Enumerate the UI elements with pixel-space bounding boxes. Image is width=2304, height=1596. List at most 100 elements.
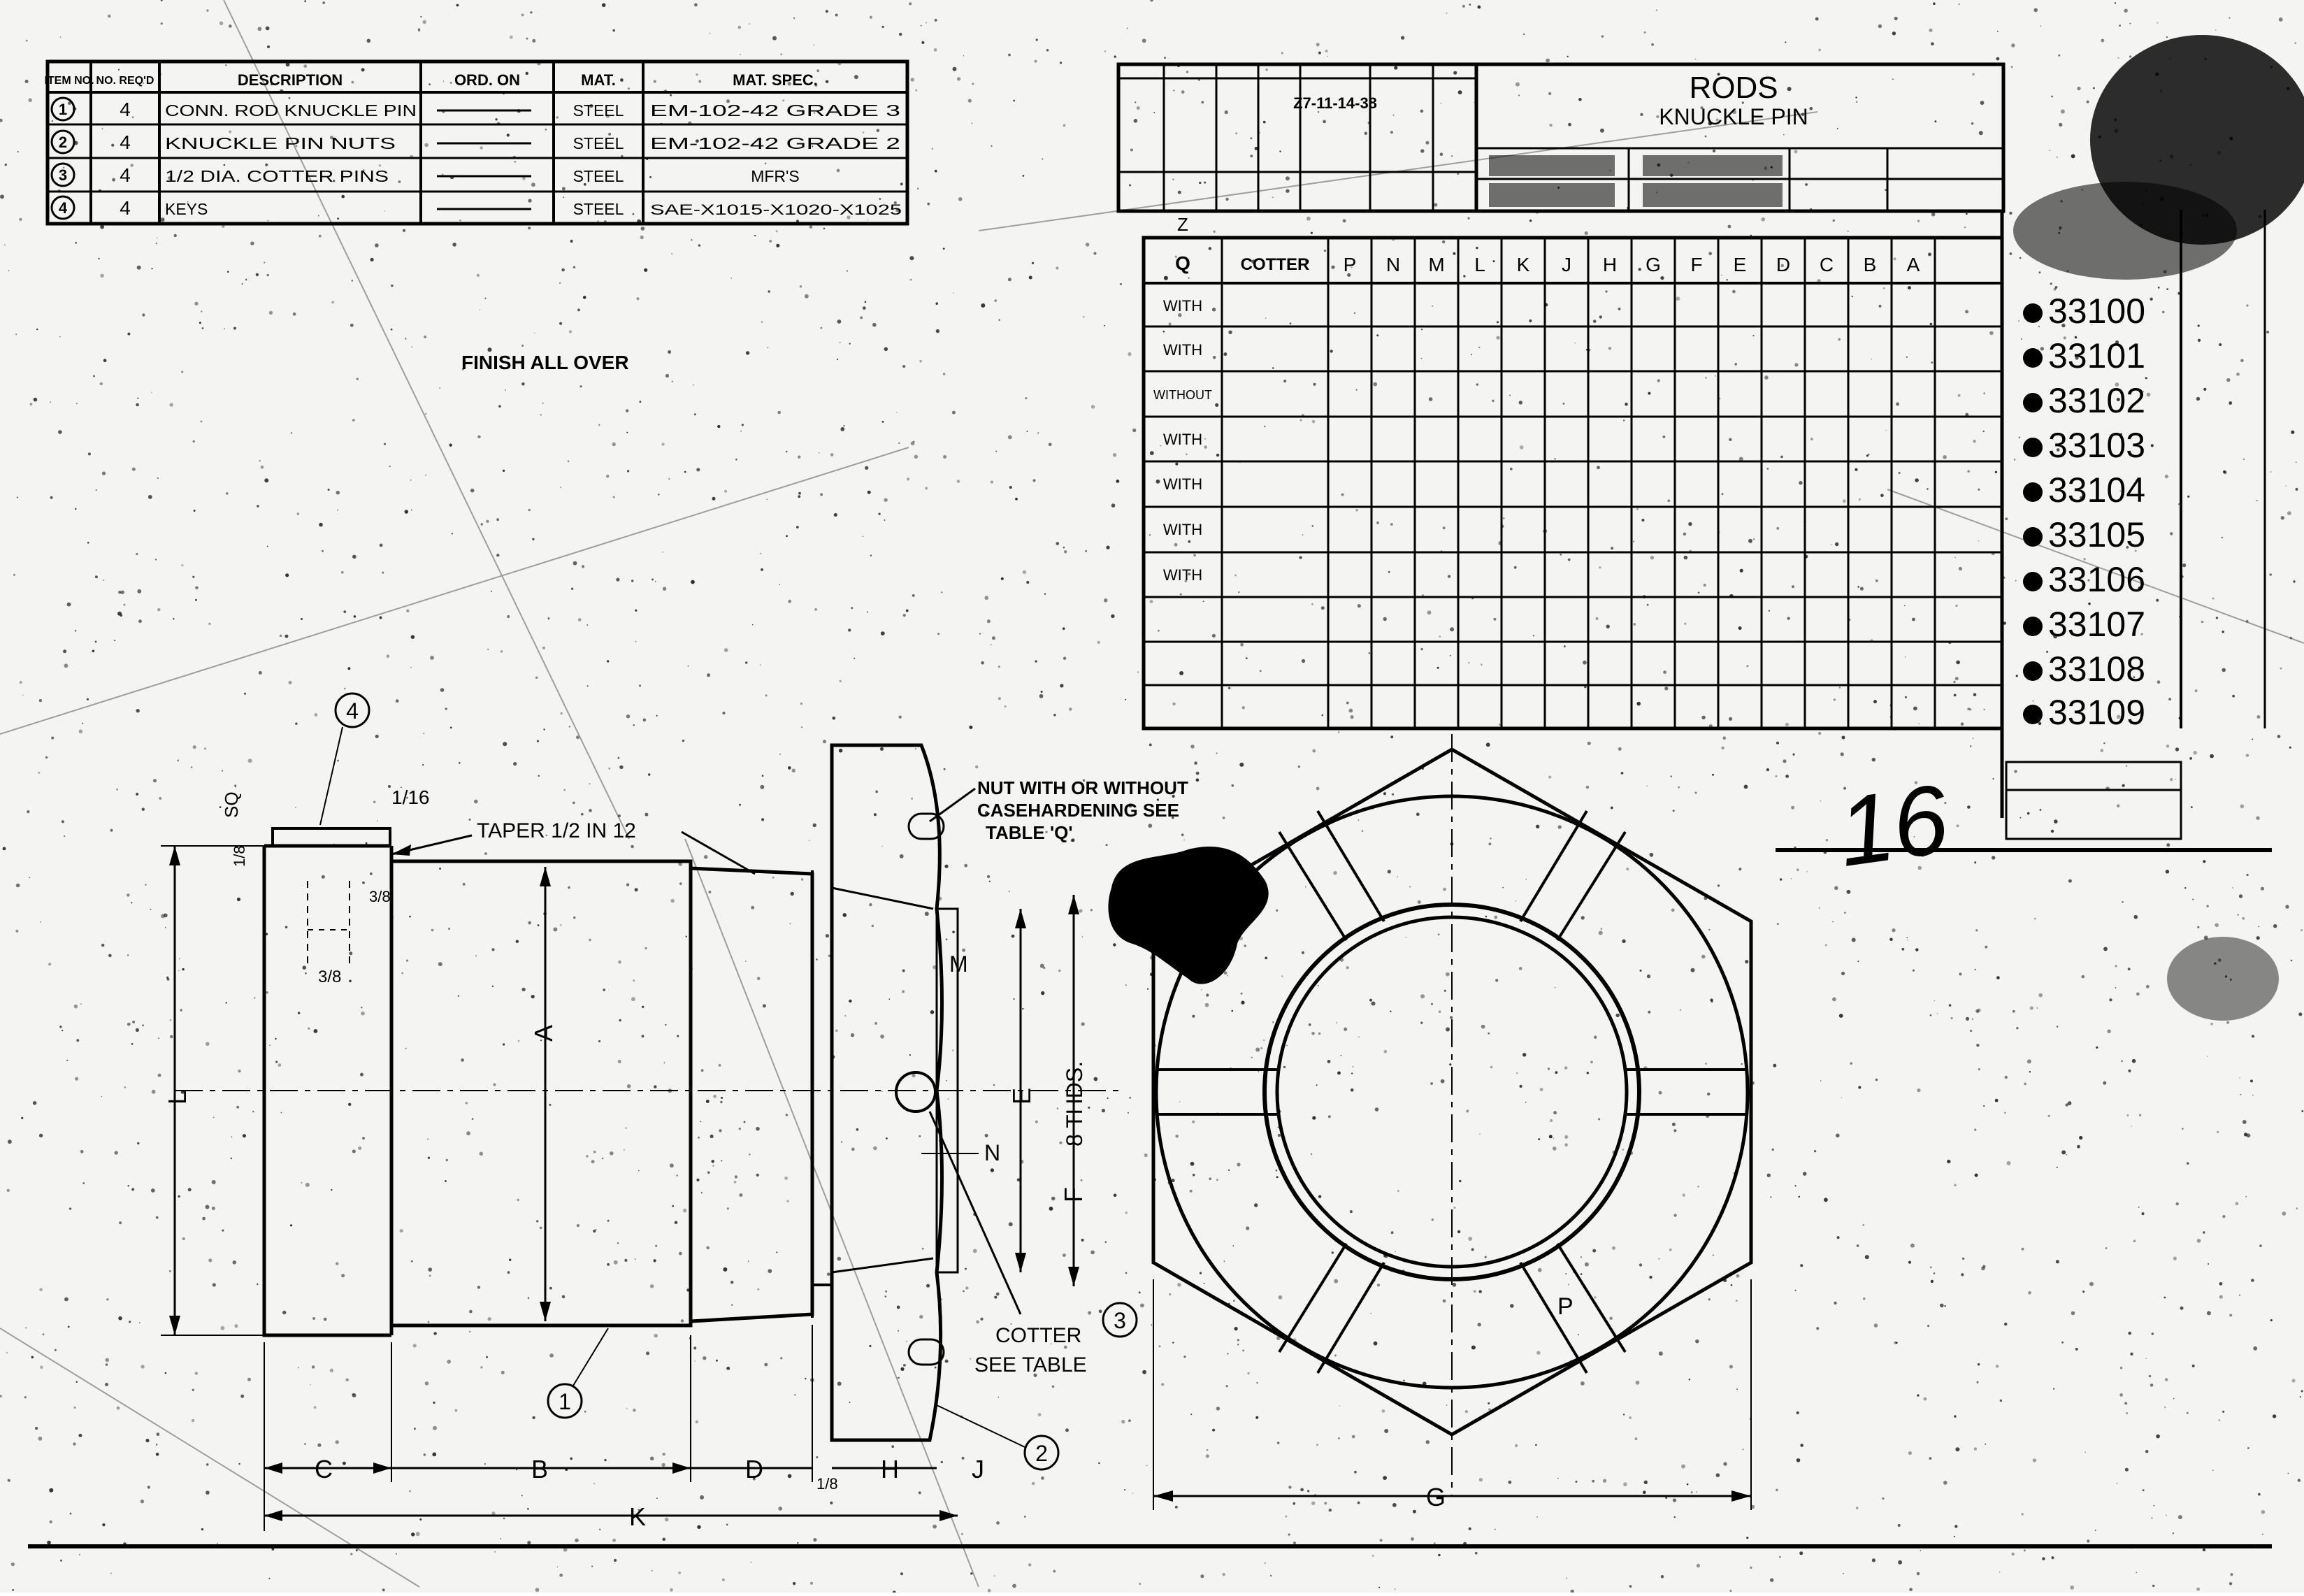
dim-table-q-cell: WITH	[1163, 297, 1202, 315]
title-line-2: KNUCKLE PIN	[1659, 104, 1808, 129]
callout-balloon-4: 4	[319, 692, 370, 826]
parts-header-qty: NO. REQ'D	[96, 75, 154, 87]
parts-row: 1 4 CONN. ROD KNUCKLE PIN STEEL EM-102-4…	[50, 96, 900, 122]
parts-row-mat: STEEL	[573, 167, 624, 185]
callout-balloon-1: 1	[547, 1328, 609, 1419]
parts-row-spec: EM-102-42 GRADE 2	[650, 134, 900, 152]
dim-table-q-cell: WITHOUT	[1153, 388, 1212, 402]
pattern-number: 33106	[2048, 560, 2145, 599]
parts-header-mat-spec: MAT. SPEC.	[733, 71, 818, 89]
parts-row-mat: STEEL	[573, 101, 624, 120]
dim-label-eighth: 1/8	[231, 845, 248, 867]
dim-label-m: M	[949, 951, 968, 977]
nut-note-line-2: CASEHARDENING SEE	[977, 800, 1179, 821]
finish-note: FINISH ALL OVER	[461, 352, 629, 373]
parts-row-qty: 4	[120, 99, 131, 120]
parts-header-mat: MAT.	[581, 71, 616, 89]
parts-header-ord-on: ORD. ON	[454, 71, 520, 89]
dim-table-header: N	[1386, 254, 1400, 275]
dim-table-header: F	[1690, 254, 1702, 275]
dim-table-header: L	[1474, 254, 1485, 275]
parts-row: 4 4 KEYS STEEL SAE-X1015-X1020-X1025	[50, 195, 902, 220]
parts-row-description: 1/2 DIA. COTTER PINS	[165, 167, 389, 185]
dim-table-header: Q	[1175, 252, 1190, 274]
parts-row-item: 4	[59, 199, 68, 217]
dim-table-header: P	[1344, 254, 1357, 275]
parts-row-qty: 4	[120, 131, 131, 153]
callout-label: 1	[559, 1389, 571, 1414]
callout-balloon-3: 3	[1102, 1302, 1138, 1338]
pattern-number: 33103	[2048, 426, 2145, 465]
dim-label-e: E	[1007, 1088, 1036, 1105]
dim-table-header: C	[1820, 254, 1834, 275]
parts-row-item: 1	[59, 101, 67, 118]
dim-label-b-nut: 1/8	[816, 1475, 838, 1493]
dim-table-q-cell: WITH	[1163, 566, 1202, 584]
parts-row-mat: STEEL	[573, 134, 624, 152]
dim-table-column-letter: Z	[1177, 214, 1188, 235]
cotter-note-line-1: COTTER	[995, 1324, 1081, 1347]
ink-smudge-corner	[2013, 35, 2304, 1021]
pattern-number: 33101	[2048, 336, 2145, 375]
dim-label-f: F	[1059, 1187, 1088, 1202]
dim-label-a: A	[529, 1025, 558, 1042]
dim-table-q-cell: WITH	[1163, 475, 1202, 493]
knuckle-pin-view: A L SQ 1/8 1/16 3/8 3/8 TAPER 1/2 IN 12	[161, 786, 1118, 1531]
parts-row-qty: 4	[120, 197, 131, 219]
callout-label: 2	[1035, 1441, 1048, 1466]
parts-row: 3 4 1/2 DIA. COTTER PINS STEEL MFR'S	[50, 162, 800, 187]
dim-table-q-cell: WITH	[1163, 341, 1202, 359]
dim-label-p: P	[1557, 1293, 1574, 1320]
parts-row-description: KEYS	[165, 200, 208, 218]
parts-row-spec: MFR'S	[751, 167, 800, 185]
dim-label-l: L	[163, 1091, 192, 1105]
dim-table-q-cell: WITH	[1163, 431, 1202, 448]
nut-side-view: E F 8 THDS. M N H J 1/8 NUT WITH OR WITH…	[812, 743, 1188, 1493]
parts-row-item: 3	[59, 166, 67, 184]
handwritten-mark: 16	[1831, 763, 1954, 887]
callout-balloon-2: 2	[936, 1404, 1060, 1471]
dim-table-header: B	[1864, 254, 1877, 275]
revision-block: Z7-11-14-38	[1116, 62, 1478, 213]
dim-label-c: C	[315, 1455, 333, 1483]
pattern-number: 33104	[2048, 470, 2145, 510]
pattern-number: 33108	[2048, 649, 2145, 689]
dim-label-sq: SQ	[221, 791, 242, 818]
parts-row-qty: 4	[120, 164, 131, 186]
threads-note: 8 THDS.	[1062, 1061, 1087, 1146]
dim-label-b: B	[531, 1455, 548, 1483]
dim-table-header: M	[1428, 254, 1444, 275]
parts-row-description: CONN. ROD KNUCKLE PIN	[165, 101, 417, 120]
dim-label-n: N	[984, 1140, 1000, 1165]
parts-row: 2 4 KNUCKLE PIN NUTS STEEL EM-102-42 GRA…	[50, 129, 900, 154]
pattern-number: 33107	[2048, 605, 2145, 644]
dim-table-header: A	[1907, 254, 1920, 275]
parts-header-description: DESCRIPTION	[238, 71, 343, 89]
dim-label-sixteenth: 1/16	[391, 786, 430, 808]
dim-label-h: H	[881, 1455, 899, 1483]
pattern-number: 33109	[2048, 693, 2145, 732]
dim-label-g: G	[1426, 1483, 1446, 1511]
dim-table-header: D	[1776, 254, 1790, 275]
dim-table-header: H	[1603, 254, 1617, 275]
dim-label-three-eighths-b: 3/8	[318, 968, 341, 986]
pattern-number-column: 33100 33101 33102 33103 33104 33105 3310…	[2023, 292, 2145, 732]
dim-table-q-cell: WITH	[1163, 521, 1202, 538]
dim-table-header: E	[1734, 254, 1747, 275]
title-block: RODS KNUCKLE PIN	[1474, 62, 2006, 213]
dim-table-header: COTTER	[1241, 255, 1310, 274]
parts-row-spec: SAE-X1015-X1020-X1025	[650, 202, 902, 218]
title-line-1: RODS	[1689, 71, 1778, 105]
nut-end-view: P G	[1151, 734, 1753, 1511]
taper-note: TAPER 1/2 IN 12	[477, 819, 636, 842]
parts-header-item: ITEM NO.	[44, 75, 94, 87]
pattern-number: 33105	[2048, 515, 2145, 554]
dim-table-header: G	[1646, 254, 1661, 275]
parts-row-mat: STEEL	[573, 200, 624, 218]
dim-table-header: K	[1517, 254, 1530, 275]
revision-date: Z7-11-14-38	[1293, 94, 1377, 112]
